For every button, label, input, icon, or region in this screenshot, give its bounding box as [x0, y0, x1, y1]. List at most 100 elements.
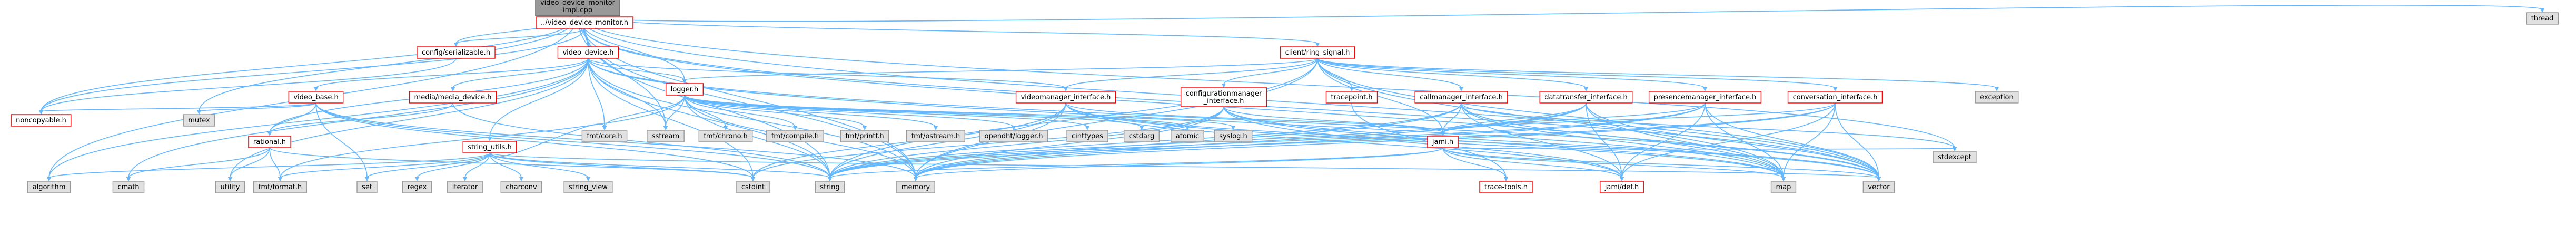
node-string-utils[interactable]: string_utils.h — [462, 141, 517, 153]
node-box — [288, 91, 344, 104]
edge-video_device-to-utility — [230, 58, 589, 179]
node-conversation[interactable]: conversation_interface.h — [1787, 91, 1883, 104]
node-tracepoint[interactable]: tracepoint.h — [1325, 91, 1378, 104]
node-box — [1066, 130, 1108, 142]
node-box — [1770, 181, 1797, 193]
node-callmanager[interactable]: callmanager_interface.h — [1414, 91, 1508, 104]
node-label: fmt/compile.h — [771, 132, 819, 140]
node-label: cinttypes — [1072, 132, 1103, 140]
node-box — [1180, 87, 1267, 107]
edge-arrowhead — [1459, 87, 1463, 91]
edge-jami-to-memory — [915, 147, 1443, 179]
edge-datatransfer-to-map — [1586, 102, 1784, 179]
edge-videomanager-to-jami — [1065, 102, 1443, 133]
node-box — [1933, 151, 1977, 163]
edge-arrowhead — [454, 43, 458, 47]
edge-arrowhead — [1222, 84, 1226, 88]
edge-arrowhead — [1953, 147, 1957, 151]
node-label: cstdarg — [1129, 132, 1155, 140]
node-rational[interactable]: rational.h — [248, 136, 291, 148]
node-box — [11, 114, 72, 127]
node-config-ser[interactable]: config/serializable.h — [417, 46, 496, 59]
edge-arrowhead — [793, 126, 797, 130]
node-label: rational.h — [253, 138, 286, 146]
edge-video_base-to-noncopyable — [41, 102, 316, 112]
node-box — [698, 130, 753, 142]
edge-configmanager-to-map — [1223, 106, 1784, 179]
edge-arrowhead — [1833, 87, 1837, 91]
node-box — [1414, 91, 1508, 104]
edge-video_device-to-algorithm — [48, 58, 589, 179]
edge-config_ser-to-noncopyable — [41, 58, 457, 112]
node-label: set — [362, 183, 372, 191]
node-media-device[interactable]: media/media_device.h — [409, 91, 497, 104]
node-videomanager[interactable]: videomanager_interface.h — [1015, 91, 1116, 104]
node-vector: vector — [1862, 181, 1895, 193]
node-box — [535, 0, 620, 16]
edge-string_utils-to-fmt_core — [489, 123, 605, 158]
node-memory: memory — [896, 181, 935, 193]
node-noncopyable[interactable]: noncopyable.h — [11, 114, 72, 127]
node-jami[interactable]: jami.h — [1427, 136, 1459, 148]
node-logger[interactable]: logger.h — [666, 83, 704, 96]
node-fmt-compile: fmt/compile.h — [766, 130, 824, 142]
edge-arrowhead — [1877, 177, 1881, 181]
node-presencemanager[interactable]: presencemanager_interface.h — [1648, 91, 1762, 104]
node-client-ring[interactable]: client/ring_signal.h — [1280, 46, 1355, 59]
edge-arrowhead — [1231, 126, 1235, 130]
node-jami-def[interactable]: jami/def.h — [1600, 181, 1644, 193]
node-cstdint: cstdint — [736, 181, 770, 193]
node-sstream: sstream — [647, 130, 685, 142]
edge-media_device-to-rational — [269, 102, 453, 133]
node-box — [1280, 46, 1355, 59]
edge-video_base-to-cstdint — [315, 102, 754, 179]
edge-string_utils-to-set — [366, 152, 490, 179]
edge-jami-to-jami_def — [1442, 147, 1622, 179]
node-configmanager[interactable]: configurationmanager_interface.h — [1180, 87, 1267, 107]
node-datatransfer[interactable]: datatransfer_interface.h — [1539, 91, 1633, 104]
node-video-base[interactable]: video_base.h — [288, 91, 344, 104]
node-label: fmt/printf.h — [845, 132, 884, 140]
edge-video_base-to-string — [315, 102, 830, 179]
edge-string_utils-to-regex — [417, 152, 490, 179]
node-cmath: cmath — [112, 181, 145, 193]
edge-arrowhead — [197, 110, 201, 115]
node-box — [500, 181, 542, 193]
node-algorithm: algorithm — [27, 181, 71, 193]
node-label: cmath — [117, 183, 139, 191]
node-fmt-core: fmt/core.h — [581, 130, 628, 142]
edge-arrowhead — [519, 177, 523, 181]
edge-rational-to-cmath — [128, 147, 270, 179]
node-atomic: atomic — [1171, 130, 1204, 142]
node-fmt-chrono: fmt/chrono.h — [698, 130, 753, 142]
node-label: conversation_interface.h — [1793, 94, 1878, 101]
edge-video_device-to-memory — [588, 58, 916, 179]
node-box — [1171, 130, 1204, 142]
node-video-device[interactable]: video_device.h — [557, 46, 619, 59]
edge-datatransfer-to-string — [829, 102, 1587, 179]
node-label: ../video_device_monitor.h — [541, 19, 628, 27]
edge-client_ring-to-datatransfer — [1317, 58, 1587, 89]
node-label: opendht/logger.h — [984, 132, 1043, 140]
edge-video_base-to-mutex — [199, 102, 316, 112]
node-trace-tools[interactable]: trace-tools.h — [1479, 181, 1533, 193]
node-box — [402, 181, 432, 193]
node-vdm[interactable]: ../video_device_monitor.h — [536, 16, 633, 29]
edge-arrowhead — [1064, 87, 1068, 91]
node-label: regex — [408, 183, 427, 191]
node-cstdarg: cstdarg — [1123, 130, 1160, 142]
node-box — [906, 130, 966, 142]
edge-configmanager-to-cstdint — [752, 106, 1224, 179]
edge-client_ring-to-presencemanager — [1317, 58, 1706, 89]
edge-configmanager-to-vector — [1223, 106, 1879, 179]
edge-client_ring-to-configmanager — [1223, 58, 1318, 85]
node-label: video_base.h — [293, 94, 338, 101]
edge-arrowhead — [1620, 177, 1624, 181]
edge-logger-to-sstream — [665, 95, 685, 128]
node-stdexcept: stdexcept — [1933, 151, 1977, 163]
edge-arrowhead — [1995, 87, 1999, 91]
node-map: map — [1770, 181, 1797, 193]
edge-media_device-to-string — [452, 102, 830, 179]
edge-client_ring-to-jami — [1317, 58, 1443, 133]
